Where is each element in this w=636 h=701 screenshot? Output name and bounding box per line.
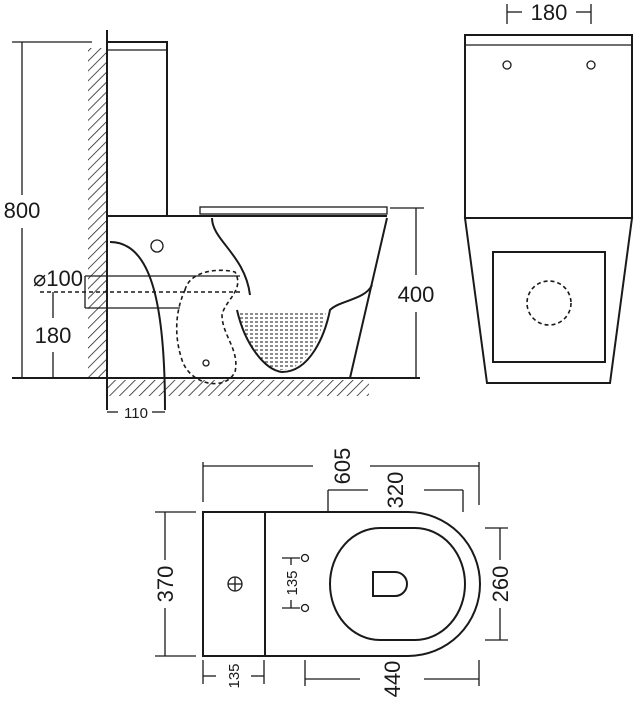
- foot-curve: [109, 241, 166, 411]
- dim-diameter-100: ⌀100: [33, 266, 83, 291]
- dim-180-front: 180: [531, 0, 568, 25]
- bowl-front-outline: [463, 217, 634, 384]
- top-outline: [202, 511, 481, 657]
- dim-135-tank: 135: [226, 663, 243, 688]
- outlet-trap-dashed: [175, 269, 239, 385]
- tank-outline: [107, 41, 168, 216]
- dim-135-holes: 135: [284, 570, 301, 595]
- fixing-hole: [300, 553, 310, 563]
- trapway-curve: [211, 217, 251, 296]
- seat-outline: [329, 527, 466, 641]
- dim-370: 370: [153, 566, 178, 603]
- dim-605: 605: [330, 448, 355, 485]
- tank-front: [464, 34, 633, 219]
- floor-hatch: [107, 380, 369, 396]
- dim-110: 110: [124, 405, 148, 422]
- fixing-hole: [150, 239, 164, 253]
- dim-180: 180: [35, 323, 72, 348]
- top-view: 135 605 320 370 260 135 440: [153, 448, 513, 698]
- side-view: 800 180 ⌀100 400 110: [4, 30, 435, 422]
- dim-440: 440: [380, 661, 405, 698]
- bowl-inner-panel: [492, 251, 606, 363]
- outlet-circle: [526, 280, 572, 326]
- button-hole-left: [502, 60, 512, 70]
- dim-800: 800: [4, 198, 41, 223]
- wall-hatch: [88, 48, 107, 378]
- dim-400: 400: [398, 282, 435, 307]
- fixing-hole: [300, 603, 310, 613]
- seat-side: [199, 206, 388, 215]
- button-hole-right: [586, 60, 596, 70]
- water-surface: [238, 312, 326, 370]
- bowl-front: [349, 217, 388, 379]
- seat-hinge-shape: [372, 571, 408, 597]
- dim-260: 260: [488, 566, 513, 603]
- dim-320: 320: [383, 472, 408, 509]
- front-view: 180: [463, 0, 634, 384]
